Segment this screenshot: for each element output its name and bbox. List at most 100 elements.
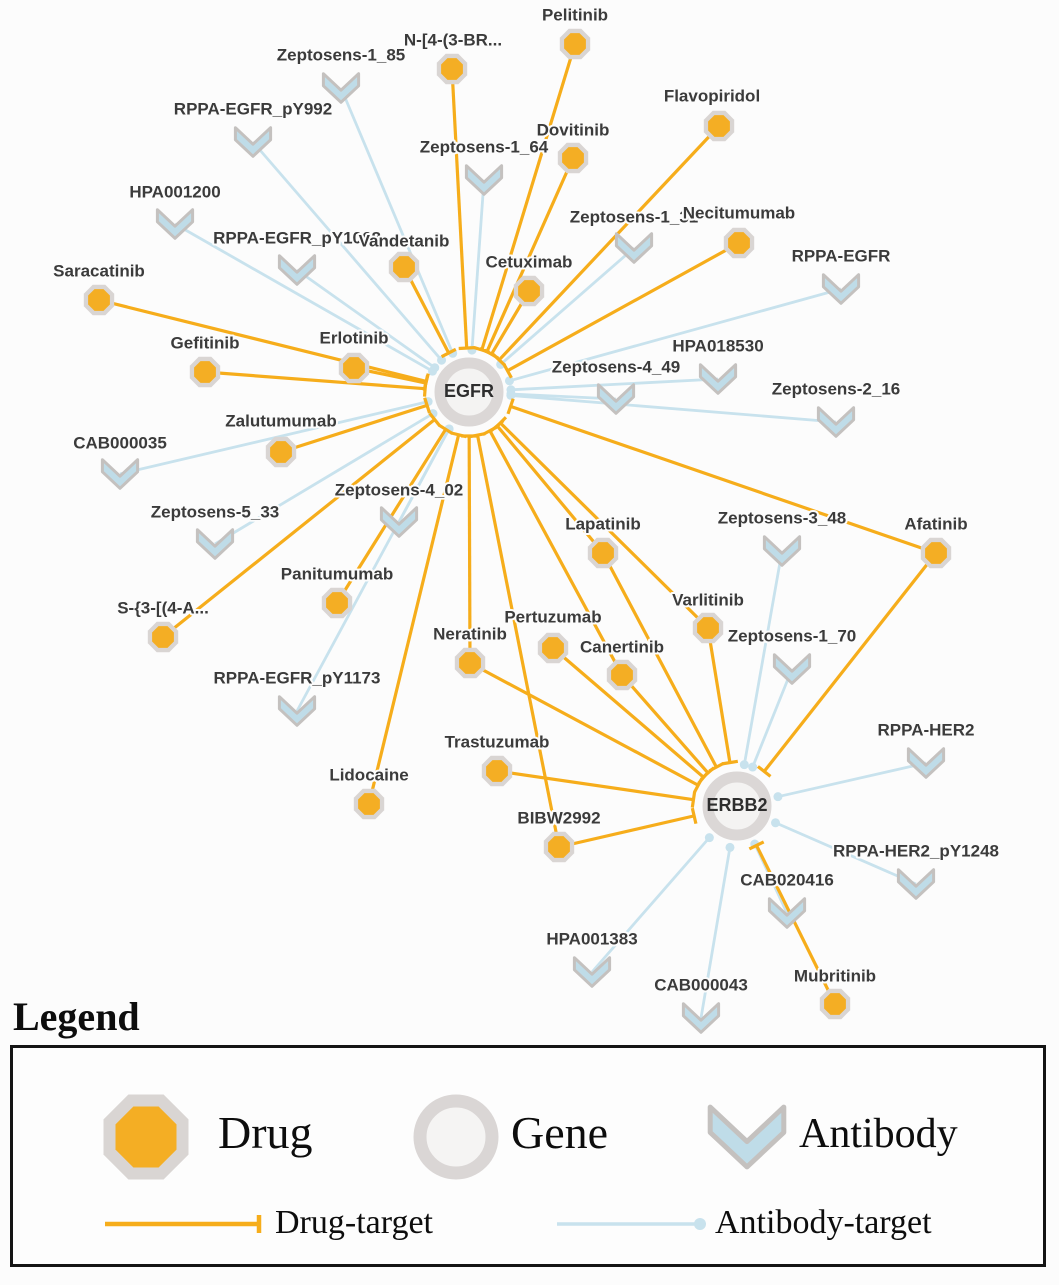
drug-label: Zalutumumab [225,411,336,430]
drug-target-edge [497,771,693,800]
antibody-label: CAB020416 [740,870,834,889]
antibody-chevron-icon [697,1087,797,1187]
drug-target-edge-icon [101,1211,276,1237]
drug-node [544,832,574,862]
drug-node [266,437,296,467]
antibody-target-edge [253,142,442,360]
antibody-label: Zeptosens-1_85 [277,45,406,64]
antibody-icon-shape [710,1107,784,1167]
antibody-target-edge [511,395,836,422]
drug-node [588,538,618,568]
drug-node [389,252,419,282]
drug-octagon [611,664,633,686]
drug-label: Gefitinib [171,333,240,352]
drug-octagon [708,115,730,137]
antibody-edge-endpoint [437,356,446,365]
antibody-label: Zeptosens-1_31 [570,207,699,226]
antibody-edge-endpoint [705,833,714,842]
antibody-label: CAB000035 [73,433,167,452]
drug-node [455,648,485,678]
antibody-label: Zeptosens-3_48 [718,508,847,527]
antibody-target-edge-icon [553,1211,713,1237]
drug-label: Neratinib [433,624,507,643]
drug-octagon [562,147,584,169]
drug-label: Varlitinib [672,590,744,609]
drug-octagon [270,441,292,463]
legend-drug-target-label: Drug-target [275,1204,433,1242]
legend-drug-label: Drug [218,1106,313,1159]
antibody-target-edge [511,379,718,390]
drug-target-edge [452,69,467,348]
drug-octagon [152,626,174,648]
antibody-label: CAB000043 [654,975,748,994]
drug-octagon-icon [96,1087,196,1187]
antibody-target-edge [472,180,484,350]
antibody-edge-endpoint [748,763,757,772]
drug-label: Cetuximab [486,252,573,271]
antibody-edge-endpoint [506,391,515,400]
legend-box: Drug Gene Antibody Drug-target Antibody-… [10,1045,1046,1267]
drug-octagon [326,592,348,614]
drug-target-edge [497,426,603,553]
drug-label: Afatinib [904,514,967,533]
drug-label: BIBW2992 [517,808,600,827]
antibody-label: Zeptosens-1_70 [728,626,857,645]
drug-label: Canertinib [580,637,664,656]
antibody-label: RPPA-EGFR [792,246,891,265]
antibody-label: RPPA-EGFR_pY1173 [214,668,381,687]
drug-target-edge-tee [470,434,486,437]
drug-target-edge [708,628,730,763]
drug-target-edge-tee [722,761,738,764]
drug-node [84,285,114,315]
antibody-label: RPPA-HER2 [878,720,975,739]
drug-target-edge-tee [692,808,696,824]
antibody-label: RPPA-EGFR_pY992 [174,99,332,118]
drug-octagon [925,542,947,564]
drug-octagon [393,256,415,278]
drug-label: S-{3-[(4-A... [117,598,209,617]
drug-label: Pelitinib [542,5,608,24]
antibody-label: Zeptosens-2_16 [772,379,901,398]
drug-node [322,588,352,618]
drug-node [921,538,951,568]
drug-label: Lapatinib [565,514,641,533]
drug-label: N-[4-(3-BR... [404,30,502,49]
drug-octagon [824,993,846,1015]
gene-label: ERBB2 [706,795,767,815]
antibody-label: HPA018530 [672,336,763,355]
drug-node [704,111,734,141]
drug-octagon [459,652,481,674]
drug-node [514,276,544,306]
drug-octagon [728,232,750,254]
antibody-label: HPA001383 [546,929,637,948]
drug-icon-fill [116,1107,177,1168]
drug-label: Mubritinib [794,966,876,985]
drug-node [820,989,850,1019]
drug-node [558,143,588,173]
drug-label: Lidocaine [329,765,408,784]
drug-octagon [486,760,508,782]
drug-target-edge-tee [451,433,467,437]
gene-circle-icon [406,1087,506,1187]
legend-title: Legend [13,993,140,1040]
drug-node [724,228,754,258]
drug-target-edge-tee [692,792,694,808]
legend-antibody-label: Antibody [799,1110,958,1158]
drug-label: Panitumumab [281,564,393,583]
antibody-target-edge [592,838,709,972]
drug-node [560,29,590,59]
drug-target-edge-tee [424,375,427,391]
drug-octagon [343,357,365,379]
antibody-target-edge [778,763,926,797]
antibody-edge-endpoint [771,818,780,827]
drug-octagon [548,836,570,858]
drug-octagon [194,361,216,383]
drug-node [437,54,467,84]
drug-node [482,756,512,786]
antibody-label: Zeptosens-4_02 [335,480,464,499]
drug-label: Vandetanib [359,231,450,250]
drug-node [538,633,568,663]
antibody-target-dot [694,1218,706,1230]
drug-label: Trastuzumab [445,732,550,751]
